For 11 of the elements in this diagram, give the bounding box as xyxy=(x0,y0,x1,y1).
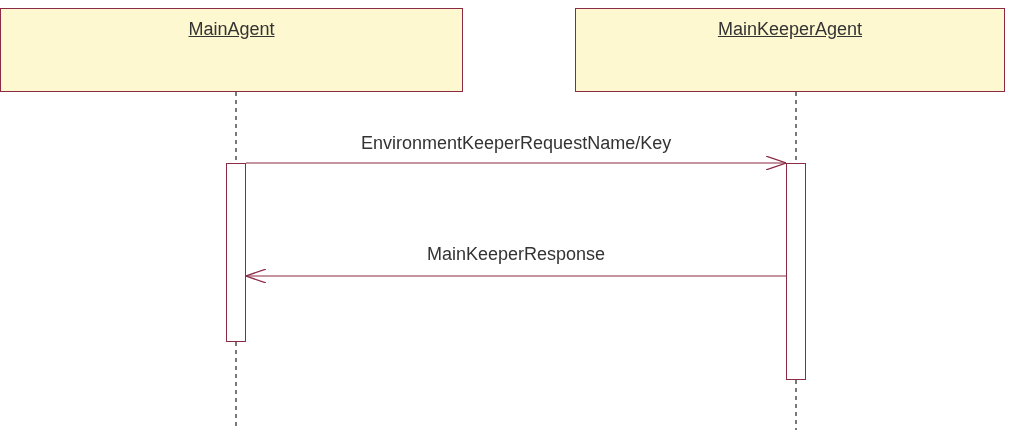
activation-bar xyxy=(786,163,806,380)
activation-bar xyxy=(226,163,246,342)
lifeline-head-box xyxy=(0,8,463,92)
edge-label: MainKeeperResponse xyxy=(425,244,608,265)
lifeline xyxy=(795,379,797,431)
lifeline-head-box xyxy=(575,8,1005,92)
edge-label: EnvironmentKeeperRequestName/Key xyxy=(359,133,674,154)
message-arrow xyxy=(245,268,787,284)
object-name: MainKeeperAgent xyxy=(716,19,864,40)
message-arrow xyxy=(245,155,787,171)
object-name: MainAgent xyxy=(187,19,276,40)
